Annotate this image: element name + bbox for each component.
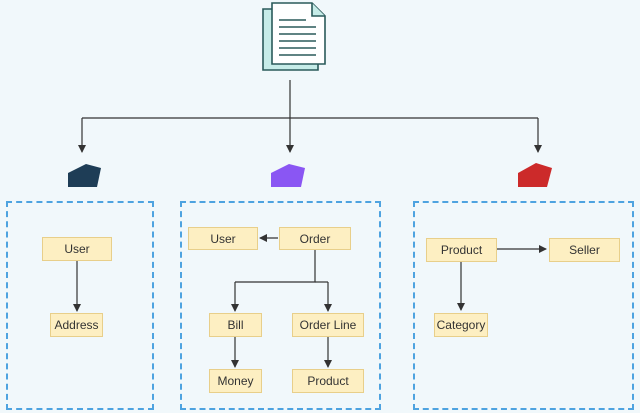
- node-user[interactable]: User: [188, 227, 258, 250]
- node-category[interactable]: Category: [434, 313, 488, 337]
- node-address[interactable]: Address: [50, 313, 103, 337]
- context-frame-right: [413, 201, 634, 410]
- node-bill[interactable]: Bill: [209, 313, 262, 337]
- node-label: Order Line: [299, 318, 357, 332]
- node-product[interactable]: Product: [292, 369, 364, 393]
- document-icon: [262, 2, 326, 71]
- context-frame-left: [6, 201, 154, 410]
- tag-icon-middle: [271, 164, 305, 187]
- node-label: User: [64, 242, 90, 256]
- node-label: Money: [217, 374, 254, 388]
- node-label: Seller: [569, 243, 600, 257]
- node-label: Category: [436, 318, 486, 332]
- node-label: Bill: [227, 318, 244, 332]
- context-frame-middle: [180, 201, 381, 410]
- node-label: Address: [54, 318, 99, 332]
- node-user[interactable]: User: [42, 237, 112, 261]
- node-label: Product: [440, 243, 483, 257]
- node-money[interactable]: Money: [209, 369, 262, 393]
- tag-icon-right: [518, 163, 552, 187]
- node-order[interactable]: Order: [279, 227, 351, 250]
- node-seller[interactable]: Seller: [549, 238, 620, 262]
- tag-icon-left: [68, 164, 101, 187]
- node-label: User: [210, 231, 236, 246]
- node-order-line[interactable]: Order Line: [292, 313, 364, 337]
- node-label: Order: [299, 231, 331, 246]
- node-label: Product: [307, 374, 349, 388]
- node-product[interactable]: Product: [426, 238, 497, 262]
